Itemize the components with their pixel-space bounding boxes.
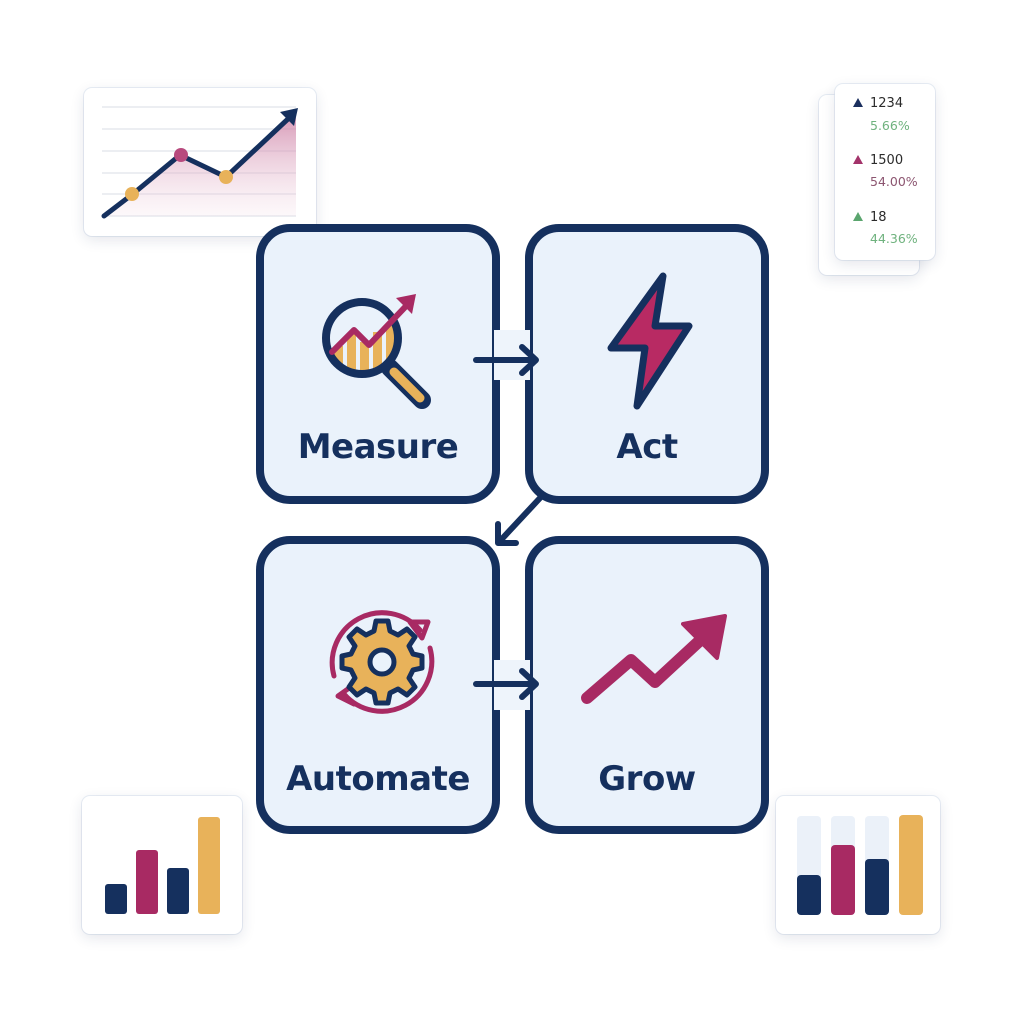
step-label: Measure [297,427,459,467]
stat-row: 18 [853,210,887,225]
step-card-automate[interactable]: Automate [256,536,500,834]
bar-chart [105,817,220,914]
chart-point [125,187,139,201]
step-card-grow[interactable]: Grow [525,536,769,834]
stat-change: 54.00% [870,174,918,189]
step-label: Automate [286,759,470,799]
step-label: Grow [598,759,696,799]
triangle-up-icon [853,212,863,221]
line-chart [101,106,298,219]
stat-change: 44.36% [870,231,918,246]
stat-row: 1234 [853,96,903,111]
bar-chart-card-left [82,796,242,934]
magnifier-chart-icon [322,294,431,409]
bar-chart-card-right [776,796,940,934]
stat-row: 1500 [853,153,903,168]
chart-point [174,148,188,162]
triangle-up-icon [853,155,863,164]
step-card-measure[interactable]: Measure [256,224,500,504]
chart-point [219,170,233,184]
triangle-up-icon [853,98,863,107]
arrow-down-left-icon [495,495,543,546]
line-chart-card [84,88,316,236]
trend-up-arrow-icon [581,614,727,704]
gear-cycle-icon [329,610,435,714]
bar-chart [797,815,923,915]
step-label: Act [616,427,678,467]
stats-card: 1234 5.66% 1500 54.00% 18 44.36% [835,84,935,260]
stat-change: 5.66% [870,118,910,133]
step-card-act[interactable]: Act [525,224,769,504]
lightning-bolt-icon [607,272,693,410]
